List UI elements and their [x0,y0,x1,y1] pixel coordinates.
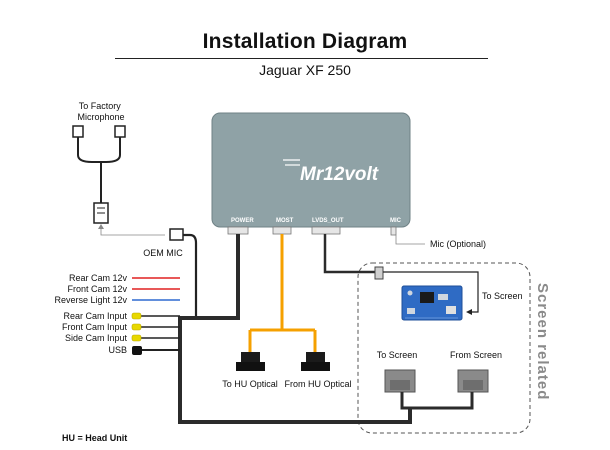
main-harness [178,234,412,424]
port-most-label: MOST [276,218,294,224]
factory-mic-label-line1: To Factory [79,101,122,111]
plug-side-cam-input [131,334,142,342]
factory-mic-label: To Factory Microphone [77,101,124,122]
oem-mic-wire [183,233,198,318]
to-hu-optical-label: To HU Optical [222,379,278,389]
wire-label-side-cam-input: Side Cam Input [65,333,128,343]
from-screen-connector [457,369,489,393]
from-screen-label: From Screen [450,350,502,360]
lvds-plug [374,266,384,280]
wire-label-rear-cam-12v: Rear Cam 12v [69,273,128,283]
title-underline [115,58,488,59]
factory-mic-harness [77,136,121,205]
oem-mic-connector [169,228,184,241]
mic-jack [390,226,397,236]
module-brand: Mr12volt [300,164,379,185]
screen-related-label: Screen related [534,283,551,400]
mic-plug-right [114,125,126,138]
mic-optional-pointer [395,235,425,245]
most-connector [272,226,292,235]
mic-plug-left [72,125,84,138]
mr12volt-logo: Mr12volt [283,159,379,185]
wire-rows [131,277,180,355]
diagram-title: Installation Diagram [202,30,408,53]
lvds-connector [311,226,341,235]
legend-hu: HU = Head Unit [62,433,127,443]
to-screen-lead [383,271,479,313]
wire-label-rear-cam-input: Rear Cam Input [63,311,127,321]
screen-circuit-board [401,285,463,321]
port-mic-label: MIC [390,218,402,224]
plug-rear-cam-input [131,312,142,320]
from-hu-optical-connector [301,352,330,371]
oem-mic-label: OEM MIC [143,248,183,258]
interface-module [211,112,411,228]
to-screen-connector [384,369,416,393]
wire-label-usb: USB [108,345,127,355]
from-hu-optical-label: From HU Optical [284,379,351,389]
to-hu-optical-connector [236,352,265,371]
to-screen-board-label: To Screen [482,291,523,301]
lvds-cable [323,234,375,274]
mic-optional-label: Mic (Optional) [430,239,486,249]
port-lvds-label: LVDS_OUT [312,218,344,224]
wire-label-reverse-light-12v: Reverse Light 12v [54,295,127,305]
power-connector [227,226,249,235]
factory-mic-label-line2: Microphone [77,112,124,122]
wire-label-front-cam-input: Front Cam Input [62,322,128,332]
port-power-label: POWER [231,218,254,224]
screen-related-region [357,262,531,434]
diagram-subtitle: Jaguar XF 250 [259,62,351,78]
plug-usb [132,346,142,355]
oem-mic-pointer [100,226,165,236]
plug-front-cam-input [131,323,142,331]
screen-loop-cable [400,392,474,410]
optical-harness [248,234,317,352]
wire-label-front-cam-12v: Front Cam 12v [67,284,127,294]
to-screen-label: To Screen [377,350,418,360]
